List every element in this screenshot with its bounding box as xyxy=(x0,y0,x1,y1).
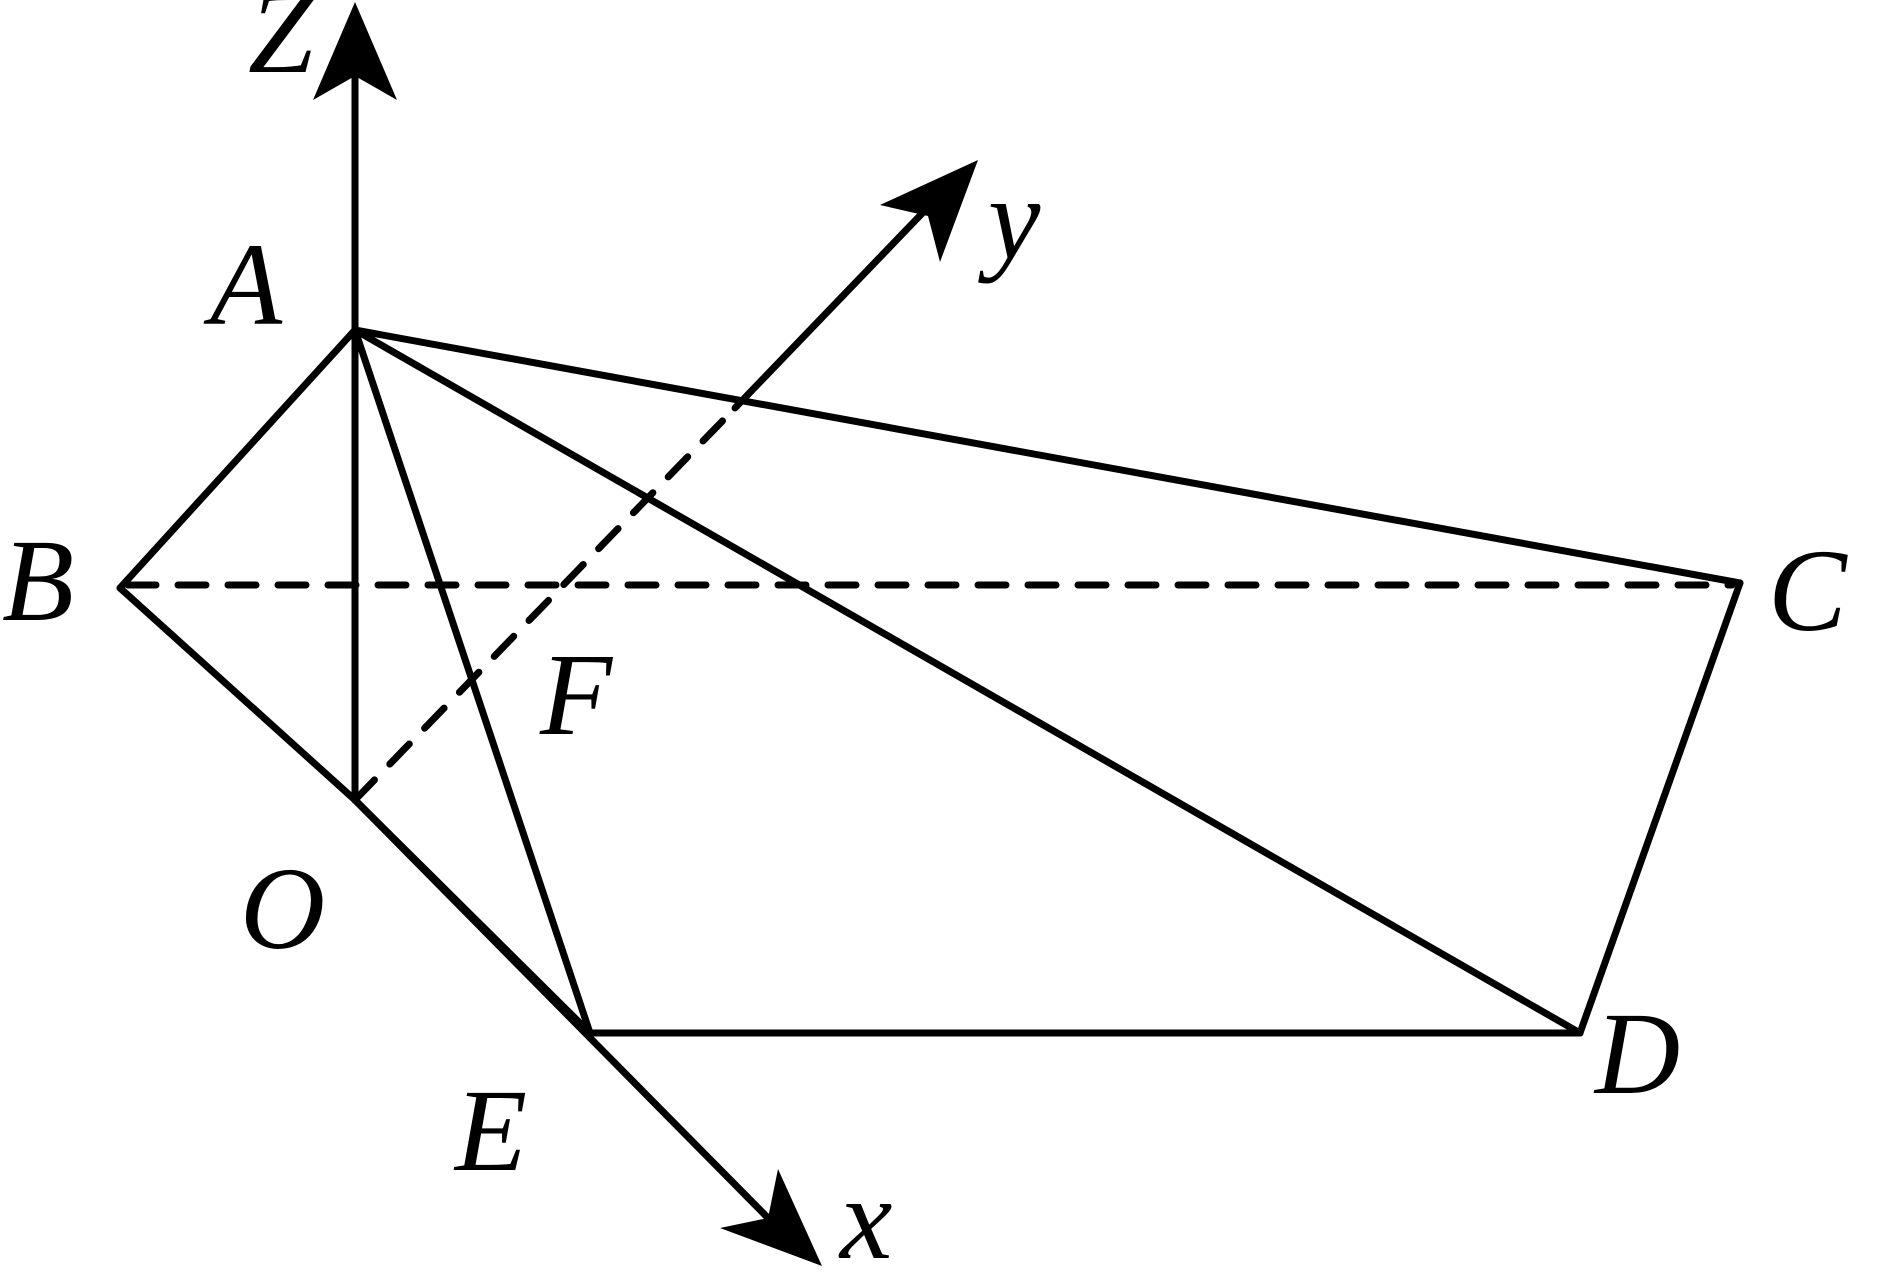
label-E: E xyxy=(453,1065,527,1196)
label-x: x xyxy=(838,1153,892,1272)
y-axis-line xyxy=(731,196,939,412)
y-axis-hidden-segment xyxy=(351,404,739,804)
edge-AD xyxy=(351,326,1584,1037)
edge-BO xyxy=(116,584,359,804)
label-F: F xyxy=(539,629,614,760)
edge-AC xyxy=(351,326,1744,587)
label-C: C xyxy=(1768,525,1848,656)
y-axis-arrowhead xyxy=(880,160,978,262)
edge-AB xyxy=(116,326,359,592)
label-A: A xyxy=(203,219,283,350)
z-axis xyxy=(313,2,397,804)
z-axis-arrowhead xyxy=(313,2,397,100)
x-axis-arrowhead xyxy=(720,1169,822,1266)
edge-AE xyxy=(351,326,594,1037)
label-z: Z xyxy=(248,0,315,98)
edge-CD xyxy=(1576,579,1744,1037)
label-y: y xyxy=(978,153,1041,284)
label-O: O xyxy=(240,843,325,974)
edge-OE xyxy=(351,796,594,1037)
label-B: B xyxy=(2,515,74,646)
solid-edges xyxy=(116,326,1744,1037)
y-axis xyxy=(351,160,978,804)
label-D: D xyxy=(1593,988,1680,1119)
